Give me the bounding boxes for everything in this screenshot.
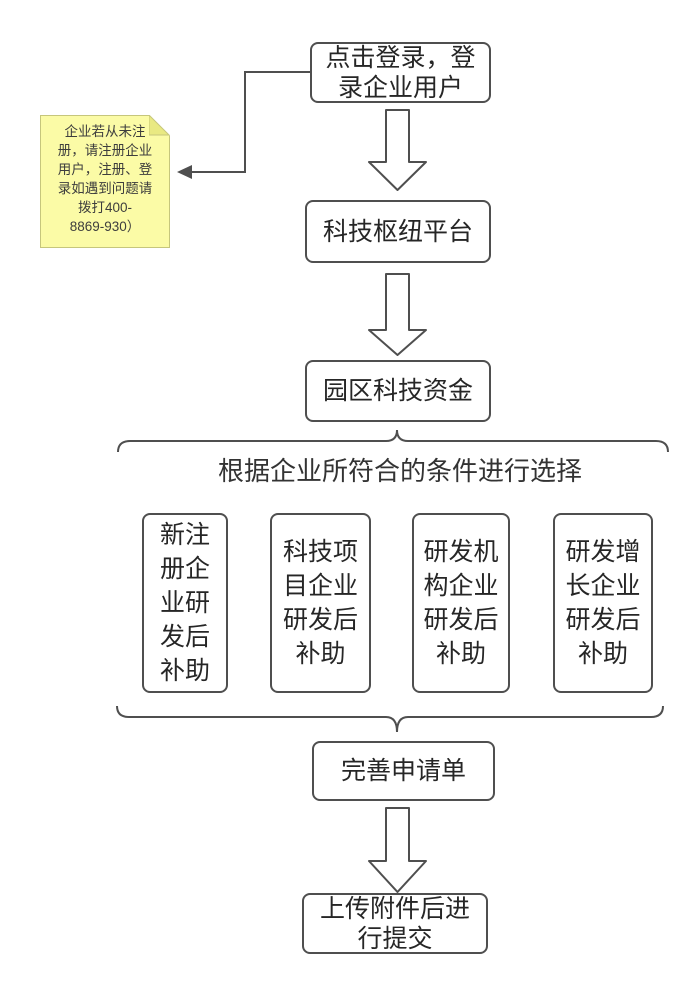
option-rd-institution-box: 研发机 构企业 研发后 补助: [412, 513, 510, 693]
step-complete-form-box: 完善申请单: [312, 741, 495, 801]
option-rd-growth-box: 研发增 长企业 研发后 补助: [553, 513, 653, 693]
down-block-arrow-2-icon: [368, 273, 427, 356]
sticky-note: 企业若从未注 册，请注册企业 用户，注册、登 录如遇到问题请 拨打400- 88…: [40, 115, 170, 248]
collect-brace: [116, 705, 664, 733]
selection-hint-text: 根据企业所符合的条件进行选择: [217, 456, 582, 486]
note-connector-arrowhead-icon: [177, 165, 192, 179]
step-upload-submit-box: 上传附件后进 行提交: [302, 893, 488, 954]
note-connector-line: [190, 71, 310, 173]
folded-corner-icon: [149, 115, 170, 136]
step-login-box: 点击登录，登 录企业用户: [310, 42, 491, 103]
option-tech-project-box: 科技项 目企业 研发后 补助: [270, 513, 371, 693]
step-platform-box: 科技枢纽平台: [305, 200, 491, 263]
expand-brace: [117, 429, 669, 453]
option-new-registered-box: 新注 册企 业研 发后 补助: [142, 513, 228, 693]
down-block-arrow-3-icon: [368, 807, 427, 893]
sticky-note-text: 企业若从未注 册，请注册企业 用户，注册、登 录如遇到问题请 拨打400- 88…: [57, 124, 153, 234]
down-block-arrow-1-icon: [368, 109, 427, 191]
step-fund-box: 园区科技资金: [305, 360, 491, 422]
